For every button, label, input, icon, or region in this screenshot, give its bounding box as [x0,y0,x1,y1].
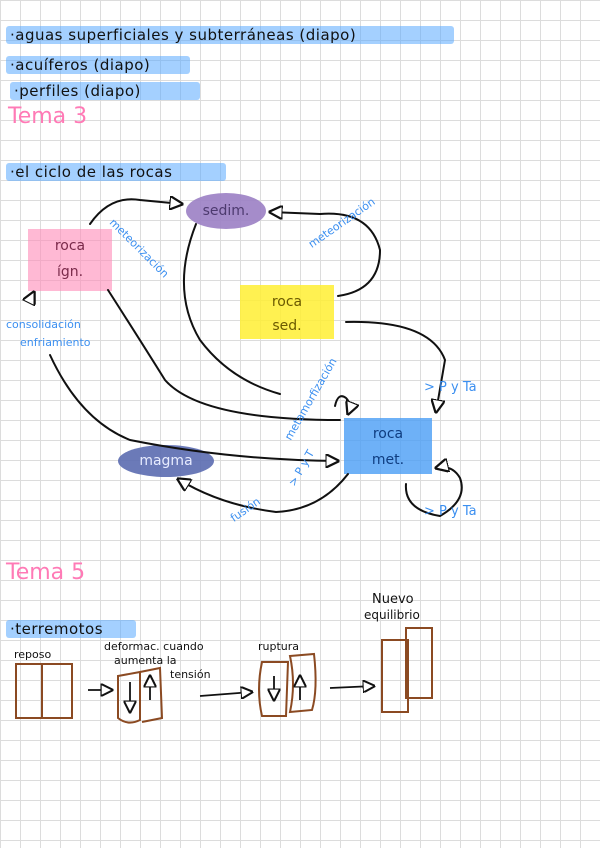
deformacion-label-2: aumenta la [114,654,177,667]
nuevo-label-1: Nuevo [372,592,414,607]
pyt-bottom-label: > P y Ta [424,504,477,519]
roca-metamorfica-node [344,418,432,474]
header-line-3: ·perfiles (diapo) [10,82,200,100]
magma-label: magma [139,453,193,469]
magma-node [118,445,214,477]
roca-ignea-node [28,229,112,291]
roca-sedimentaria-label-2: sed. [272,318,302,334]
deformacion-label-3: tensión [170,668,211,681]
reposo-label: reposo [14,648,52,661]
ruptura-label: ruptura [258,640,300,653]
roca-sedimentaria-label-1: roca [271,294,303,310]
tema-3-title: Tema 3 [8,104,88,129]
nuevo-equilibrio-block [381,639,409,713]
reposo-block [15,663,73,719]
terremotos-title: ·terremotos [6,620,136,638]
consolidacion-label: consolidación [6,318,81,331]
sedimento-label: sedim. [202,203,250,219]
header-line-1: ·aguas superficiales y subterráneas (dia… [6,26,454,44]
enfriamiento-label: enfriamiento [20,336,91,349]
pyt-right-label: > P y Ta [424,380,477,395]
roca-sedimentaria-node [240,285,334,339]
roca-metamorfica-label-2: met. [371,452,405,468]
ruptura-block [258,661,290,717]
roca-metamorfica-label-1: roca [372,426,404,442]
header-line-2: ·acuíferos (diapo) [6,56,190,74]
tema-5-title: Tema 5 [6,560,86,585]
deformacion-label-1: deformac. cuando [104,640,204,653]
roca-ignea-label-2: ígn. [56,264,84,280]
roca-ignea-label-1: roca [54,238,86,254]
deformacion-block [117,670,141,724]
nuevo-label-2: equilibrio [364,608,420,622]
sedimento-node [186,193,266,229]
rock-cycle-title: ·el ciclo de las rocas [6,163,226,181]
